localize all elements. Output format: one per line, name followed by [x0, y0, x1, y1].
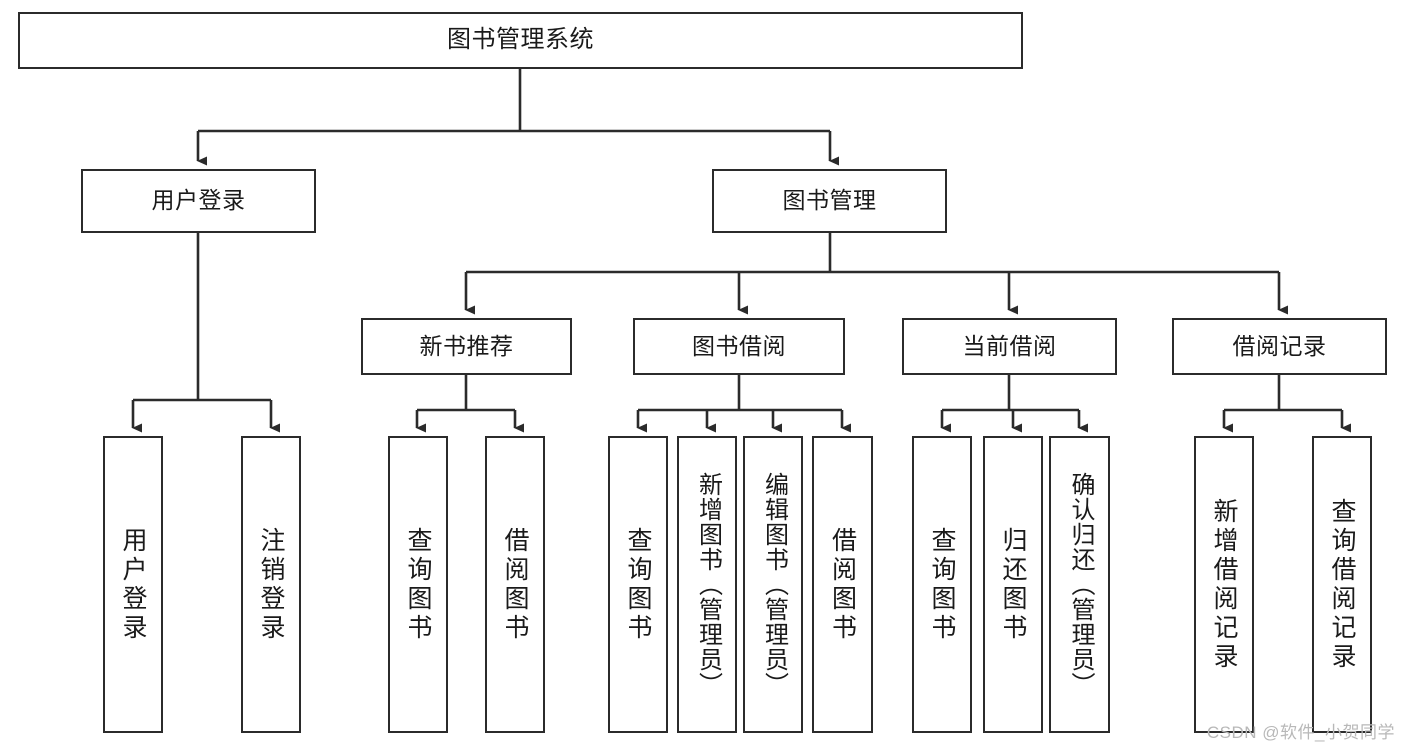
node-label: 图书借阅: [692, 332, 786, 359]
leaf-borrow-borrow-book[interactable]: 借阅图书: [812, 436, 873, 733]
node-label: 查询图书: [624, 526, 652, 643]
node-label: 图书管理系统: [447, 26, 594, 54]
node-label: 借阅图书: [501, 526, 529, 643]
leaf-recommend-borrow-book[interactable]: 借阅图书: [485, 436, 545, 733]
leaf-current-return-book[interactable]: 归还图书: [983, 436, 1043, 733]
node-root-book-management-system[interactable]: 图书管理系统: [18, 12, 1023, 69]
leaf-borrow-add-book-admin[interactable]: 新增图书（管理员）: [677, 436, 737, 733]
node-label: 查询图书: [928, 526, 956, 643]
node-label: 新增图书（管理员）: [694, 472, 722, 697]
leaf-user-login-login[interactable]: 用户登录: [103, 436, 163, 733]
node-label: 借阅图书: [828, 526, 857, 643]
node-label: 用户登录: [119, 526, 147, 643]
node-label: 当前借阅: [962, 332, 1057, 359]
leaf-recommend-query-book[interactable]: 查询图书: [388, 436, 448, 733]
node-user-login[interactable]: 用户登录: [81, 169, 316, 233]
leaf-borrow-edit-book-admin[interactable]: 编辑图书（管理员）: [743, 436, 803, 733]
node-borrow-record[interactable]: 借阅记录: [1172, 318, 1387, 375]
node-label: 确认归还（管理员）: [1066, 472, 1094, 697]
node-current-borrow[interactable]: 当前借阅: [902, 318, 1117, 375]
node-label: 查询借阅记录: [1328, 497, 1356, 672]
node-book-management[interactable]: 图书管理: [712, 169, 947, 233]
leaf-borrow-query-book[interactable]: 查询图书: [608, 436, 668, 733]
node-label: 新增借阅记录: [1210, 497, 1238, 672]
node-new-book-recommend[interactable]: 新书推荐: [361, 318, 572, 375]
leaf-current-confirm-return-admin[interactable]: 确认归还（管理员）: [1049, 436, 1110, 733]
watermark: CSDN @软件_小贺同学: [1206, 723, 1395, 742]
leaf-current-query-book[interactable]: 查询图书: [912, 436, 972, 733]
node-label: 图书管理: [782, 187, 877, 214]
node-label: 查询图书: [404, 526, 432, 643]
leaf-record-query-record[interactable]: 查询借阅记录: [1312, 436, 1372, 733]
leaf-record-add-record[interactable]: 新增借阅记录: [1194, 436, 1254, 733]
node-label: 注销登录: [257, 526, 285, 643]
node-label: 用户登录: [151, 187, 246, 214]
node-label: 新书推荐: [419, 332, 514, 359]
node-label: 编辑图书（管理员）: [760, 472, 788, 697]
node-label: 借阅记录: [1232, 332, 1327, 359]
node-label: 归还图书: [999, 526, 1027, 643]
leaf-user-login-logout[interactable]: 注销登录: [241, 436, 301, 733]
node-book-borrow[interactable]: 图书借阅: [633, 318, 845, 375]
